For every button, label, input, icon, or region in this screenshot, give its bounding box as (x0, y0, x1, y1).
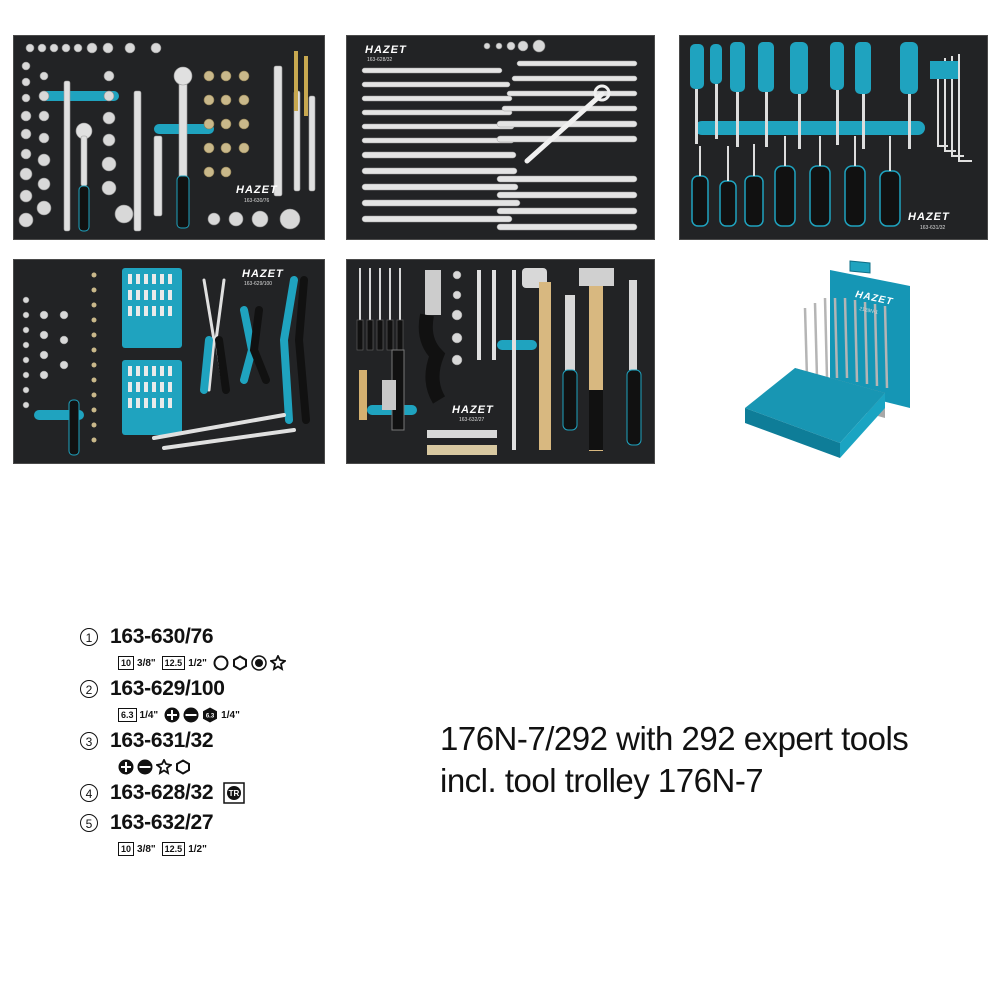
legend-code: 163-628/32 (110, 781, 214, 804)
tray-163-632-27: HAZET 163-632/27 (346, 259, 655, 464)
tray-5-hammers-illustration (356, 268, 642, 455)
legend-item-1: 1 163-630/76 (80, 622, 400, 652)
torx-outline-icon (156, 759, 172, 775)
hex-outline-icon (232, 655, 247, 671)
legend-item-3: 3 163-631/32 (80, 726, 400, 756)
legend-icons-2: 6.3 1/4" 6.3 1/4" (118, 704, 400, 726)
legend-code: 163-631/32 (110, 729, 214, 752)
tray-code: 163-629/100 (244, 281, 273, 287)
legend-code: 163-630/76 (110, 625, 214, 648)
headline-line-2: incl. tool trolley 176N-7 (440, 762, 764, 799)
tray-4-bits-pliers-illustration (22, 268, 310, 456)
legend-number: 4 (80, 784, 98, 802)
tray-163-631-32: HAZET 163-631/32 (679, 35, 988, 240)
svg-text:TR: TR (229, 789, 240, 798)
torx-filled-icon (251, 655, 267, 671)
drive-size-badge: 12.5 (161, 842, 186, 856)
drive-size-badge: 10 (118, 656, 135, 670)
tray-2-wrenches-illustration (361, 39, 638, 231)
hex-outline-icon (213, 655, 229, 671)
slotted-icon (183, 707, 199, 723)
wrench-badge-icon: TR (223, 782, 246, 804)
legend-number: 1 (80, 628, 98, 646)
tray-code: 163-631/32 (920, 225, 946, 231)
legend-icons-1: 10 3/8" 12.5 1/2" (118, 652, 400, 674)
legend-number: 2 (80, 680, 98, 698)
drive-size-fraction: 1/4" (221, 709, 240, 721)
tray-1-tools-illustration (18, 42, 316, 232)
drive-size-fraction: 1/4" (139, 709, 159, 721)
tray-code: 163-632/27 (459, 417, 485, 423)
drive-size-fraction: 1/2" (188, 843, 207, 855)
legend-number: 3 (80, 732, 98, 750)
torx-outline-icon (269, 655, 286, 671)
legend-number: 5 (80, 814, 98, 832)
legend-code: 163-632/27 (110, 811, 214, 834)
tray-brand: HAZET (242, 268, 284, 280)
tray-3-screwdrivers-illustration (690, 42, 972, 227)
product-headline: 176N-7/292 with 292 expert tools incl. t… (440, 718, 960, 802)
tray-brand: HAZET (236, 184, 278, 196)
legend-icons-5: 10 3/8" 12.5 1/2" (118, 838, 400, 860)
tray-code: 163-630/76 (244, 198, 270, 204)
hex-bit-label: 6.3 (206, 714, 215, 720)
legend-item-4: 4 163-628/32 TR (80, 778, 400, 808)
drive-size-fraction: 3/8" (137, 843, 156, 855)
drive-size-badge: 12.5 (161, 656, 186, 670)
drive-size-badge: 6.3 (118, 708, 137, 722)
tray-163-629-100: HAZET 163-629/100 (13, 259, 325, 464)
phillips-icon (118, 759, 134, 775)
legend-code: 163-629/100 (110, 677, 225, 700)
tray-brand: HAZET (452, 404, 494, 416)
tray-163-630-76: HAZET 163-630/76 (13, 35, 325, 240)
phillips-icon (164, 707, 180, 723)
legend-item-2: 2 163-629/100 (80, 674, 400, 704)
drill-bit-box: HAZET 2128N-1 (735, 258, 925, 463)
tray-legend: 1 163-630/76 10 3/8" 12.5 1/2" 2 163-629… (80, 622, 400, 860)
tray-brand: HAZET (365, 44, 407, 56)
drive-size-fraction: 3/8" (137, 657, 156, 669)
drive-size-badge: 10 (118, 842, 135, 856)
slotted-icon (137, 759, 153, 775)
tray-brand: HAZET (908, 211, 950, 223)
hex-outline-icon (176, 759, 190, 775)
drive-size-fraction: 1/2" (188, 657, 207, 669)
tray-163-628-32: HAZET 163-628/32 (346, 35, 655, 240)
headline-line-1: 176N-7/292 with 292 expert tools (440, 720, 909, 757)
tray-code: 163-628/32 (367, 57, 393, 63)
legend-icons-3 (118, 756, 400, 778)
legend-item-5: 5 163-632/27 (80, 808, 400, 838)
drill-bit-box-illustration (745, 260, 910, 458)
hex-bit-icon: 6.3 (203, 707, 218, 723)
